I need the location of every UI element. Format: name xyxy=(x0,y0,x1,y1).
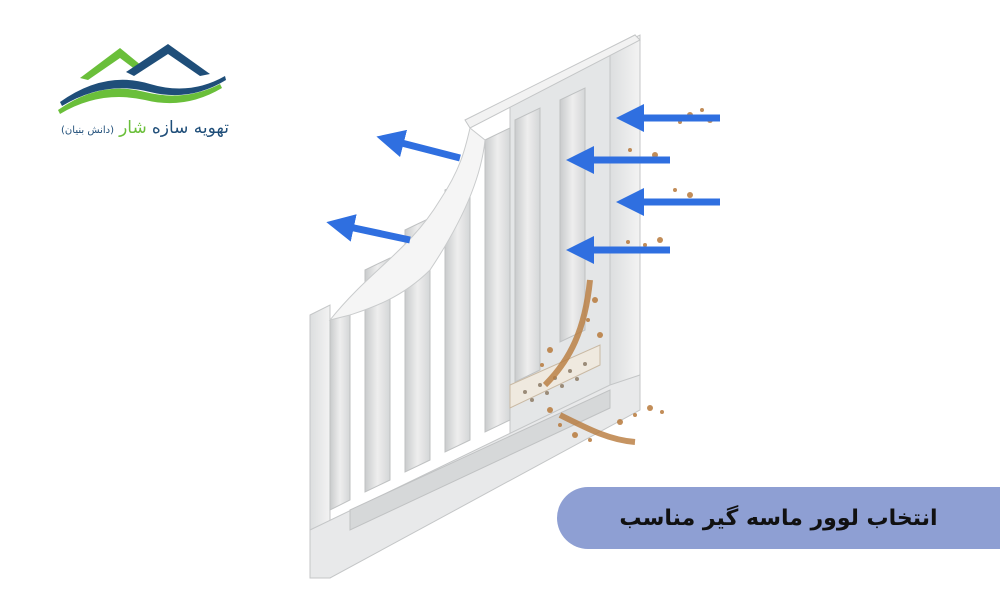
airflow-arrow-icon xyxy=(326,104,720,264)
title-banner: انتخاب لوور ماسه گیر مناسب xyxy=(557,487,1000,549)
brand-text: تهویه سازه شار (دانش بنیان) xyxy=(45,118,245,138)
louver-illustration xyxy=(290,30,750,594)
brand-name: تهویه سازه xyxy=(151,118,229,138)
louver-blades xyxy=(328,87,601,511)
brand-accent: شار xyxy=(119,118,147,138)
banner-title: انتخاب لوور ماسه گیر مناسب xyxy=(619,505,938,531)
roof-wave-icon xyxy=(58,44,226,114)
brand-tagline: (دانش بنیان) xyxy=(61,125,114,136)
sand-drop-arrow-icon xyxy=(542,279,636,445)
company-logo: تهویه سازه شار (دانش بنیان) xyxy=(45,40,245,150)
